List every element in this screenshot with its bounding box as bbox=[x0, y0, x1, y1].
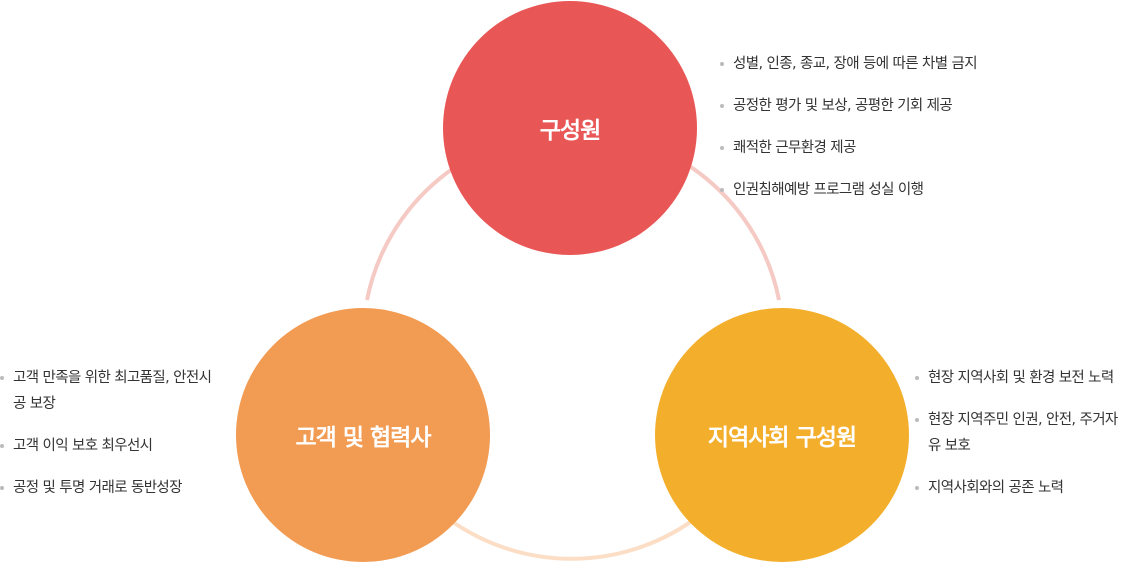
list-item: 공정 및 투명 거래로 동반성장 bbox=[0, 475, 215, 501]
employees-title: 구성원 bbox=[539, 118, 601, 144]
ring-arc-lower bbox=[448, 513, 702, 561]
list-item: 고객 만족을 위한 최고품질, 안전시공 보장 bbox=[0, 365, 215, 417]
customers-partners-title: 고객 및 협력사 bbox=[295, 425, 432, 451]
list-item: 고객 이익 보호 최우선시 bbox=[0, 433, 215, 459]
community-circle: 지역사회 구성원 bbox=[655, 308, 909, 562]
employees-list: 성별, 인종, 종교, 장애 등에 따른 차별 금지 공정한 평가 및 보상, … bbox=[720, 51, 978, 219]
community-title: 지역사회 구성원 bbox=[707, 425, 857, 451]
employees-circle: 구성원 bbox=[443, 1, 697, 255]
list-item: 성별, 인종, 종교, 장애 등에 따른 차별 금지 bbox=[720, 51, 978, 77]
community-list: 현장 지역사회 및 환경 보전 노력 현장 지역주민 인권, 안전, 주거자유 … bbox=[915, 365, 1146, 517]
list-item: 지역사회와의 공존 노력 bbox=[915, 475, 1146, 501]
list-item: 현장 지역주민 인권, 안전, 주거자유 보호 bbox=[915, 407, 1118, 459]
list-item: 인권침해예방 프로그램 성실 이행 bbox=[720, 177, 977, 203]
list-item: 현장 지역사회 및 환경 보전 노력 bbox=[915, 365, 1146, 391]
customers-partners-list: 고객 만족을 위한 최고품질, 안전시공 보장 고객 이익 보호 최우선시 공정… bbox=[0, 365, 215, 517]
list-item: 쾌적한 근무환경 제공 bbox=[720, 135, 977, 161]
list-item: 공정한 평가 및 보상, 공평한 기회 제공 bbox=[720, 93, 977, 119]
customers-partners-circle: 고객 및 협력사 bbox=[236, 308, 490, 562]
